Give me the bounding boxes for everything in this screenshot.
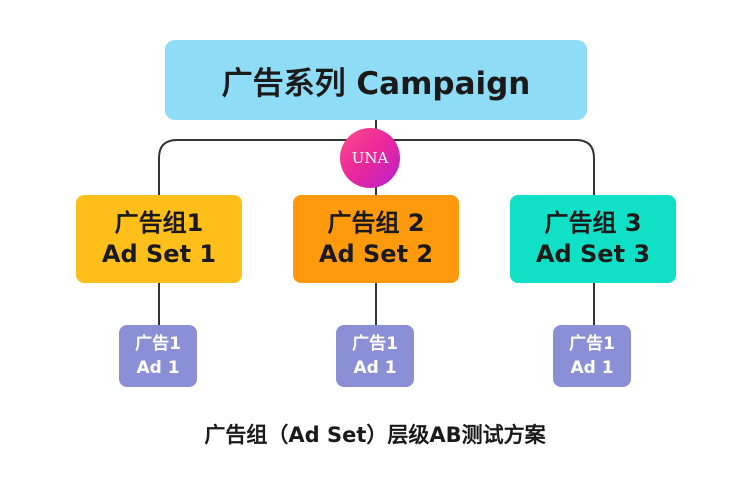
campaign-label: 广告系列 Campaign bbox=[221, 65, 531, 102]
ad-node-1: 广告1 Ad 1 bbox=[119, 325, 197, 387]
ad-1-name-en: Ad 1 bbox=[136, 358, 180, 378]
ad-node-3: 广告1 Ad 1 bbox=[553, 325, 631, 387]
ad-1-name: 广告1 bbox=[135, 334, 181, 354]
ad-3-name-en: Ad 1 bbox=[570, 358, 614, 378]
adset-3-name: 广告组 3 bbox=[544, 209, 642, 237]
una-logo-text: UNA bbox=[351, 149, 389, 167]
una-logo: UNA bbox=[340, 128, 400, 188]
adset-node-3: 广告组 3 Ad Set 3 bbox=[510, 195, 676, 283]
adset-3-name-en: Ad Set 3 bbox=[535, 240, 651, 268]
adset-node-1: 广告组1 Ad Set 1 bbox=[76, 195, 242, 283]
adset-1-name: 广告组1 bbox=[114, 209, 204, 237]
ad-2-name: 广告1 bbox=[352, 334, 398, 354]
ad-2-name-en: Ad 1 bbox=[353, 358, 397, 378]
adset-node-2: 广告组 2 Ad Set 2 bbox=[293, 195, 459, 283]
ad-3-name: 广告1 bbox=[569, 334, 615, 354]
ad-node-2: 广告1 Ad 1 bbox=[336, 325, 414, 387]
campaign-node: 广告系列 Campaign bbox=[165, 40, 587, 120]
diagram-caption: 广告组（Ad Set）层级AB测试方案 bbox=[204, 423, 546, 447]
adset-1-name-en: Ad Set 1 bbox=[101, 240, 217, 268]
adset-2-name: 广告组 2 bbox=[327, 209, 425, 237]
adset-2-name-en: Ad Set 2 bbox=[318, 240, 434, 268]
